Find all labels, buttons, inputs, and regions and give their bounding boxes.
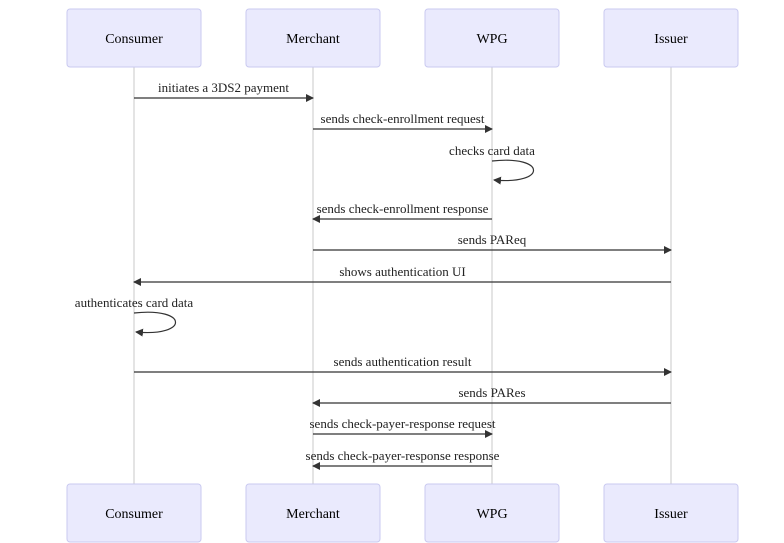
- message-5: sends PAReq: [313, 232, 672, 254]
- message-2: sends check-enrollment request: [313, 111, 493, 133]
- message-label: sends PAReq: [458, 232, 527, 247]
- actor-box: [424, 8, 560, 68]
- actor-label: Issuer: [654, 507, 688, 522]
- message-label: initiates a 3DS2 payment: [158, 80, 289, 95]
- actor-box: [245, 483, 381, 543]
- actor-box: [424, 483, 560, 543]
- actor-consumer-top: Consumer: [66, 8, 202, 68]
- message-1: initiates a 3DS2 payment: [134, 80, 314, 102]
- actors-top: Consumer Merchant WPG Issuer: [66, 8, 739, 68]
- message-7: authenticates card data: [75, 295, 194, 337]
- message-6: shows authentication UI: [133, 264, 671, 286]
- message-label: shows authentication UI: [339, 264, 465, 279]
- actors-bottom: Consumer Merchant WPG Issuer: [66, 483, 739, 543]
- actor-wpg-bottom: WPG: [424, 483, 560, 543]
- message-3: checks card data: [449, 143, 535, 185]
- message-label: sends check-enrollment request: [321, 111, 485, 126]
- actor-label: Consumer: [105, 32, 163, 47]
- actor-merchant-bottom: Merchant: [245, 483, 381, 543]
- self-message-arrow: [133, 311, 177, 337]
- actor-box: [603, 483, 739, 543]
- actor-label: Merchant: [286, 507, 340, 522]
- message-4: sends check-enrollment response: [312, 201, 492, 223]
- actor-consumer-bottom: Consumer: [66, 483, 202, 543]
- message-9: sends PARes: [312, 385, 671, 407]
- message-label: checks card data: [449, 143, 535, 158]
- actor-box: [603, 8, 739, 68]
- self-message-arrow: [491, 159, 535, 185]
- message-11: sends check-payer-response response: [306, 448, 500, 470]
- actor-issuer-bottom: Issuer: [603, 483, 739, 543]
- actor-issuer-top: Issuer: [603, 8, 739, 68]
- actor-box: [66, 483, 202, 543]
- message-label: sends check-payer-response request: [310, 416, 496, 431]
- actor-label: Consumer: [105, 507, 163, 522]
- actor-merchant-top: Merchant: [245, 8, 381, 68]
- lifelines: [133, 67, 672, 484]
- actor-label: WPG: [476, 32, 507, 47]
- actor-label: Issuer: [654, 32, 688, 47]
- message-label: sends authentication result: [334, 354, 472, 369]
- message-label: sends check-enrollment response: [317, 201, 489, 216]
- actor-label: WPG: [476, 507, 507, 522]
- message-10: sends check-payer-response request: [310, 416, 496, 438]
- message-label: authenticates card data: [75, 295, 194, 310]
- message-label: sends PARes: [458, 385, 525, 400]
- actor-wpg-top: WPG: [424, 8, 560, 68]
- actor-box: [245, 8, 381, 68]
- message-label: sends check-payer-response response: [306, 448, 500, 463]
- message-8: sends authentication result: [134, 354, 672, 376]
- actor-label: Merchant: [286, 32, 340, 47]
- actor-box: [66, 8, 202, 68]
- messages: initiates a 3DS2 payment sends check-enro…: [75, 80, 672, 470]
